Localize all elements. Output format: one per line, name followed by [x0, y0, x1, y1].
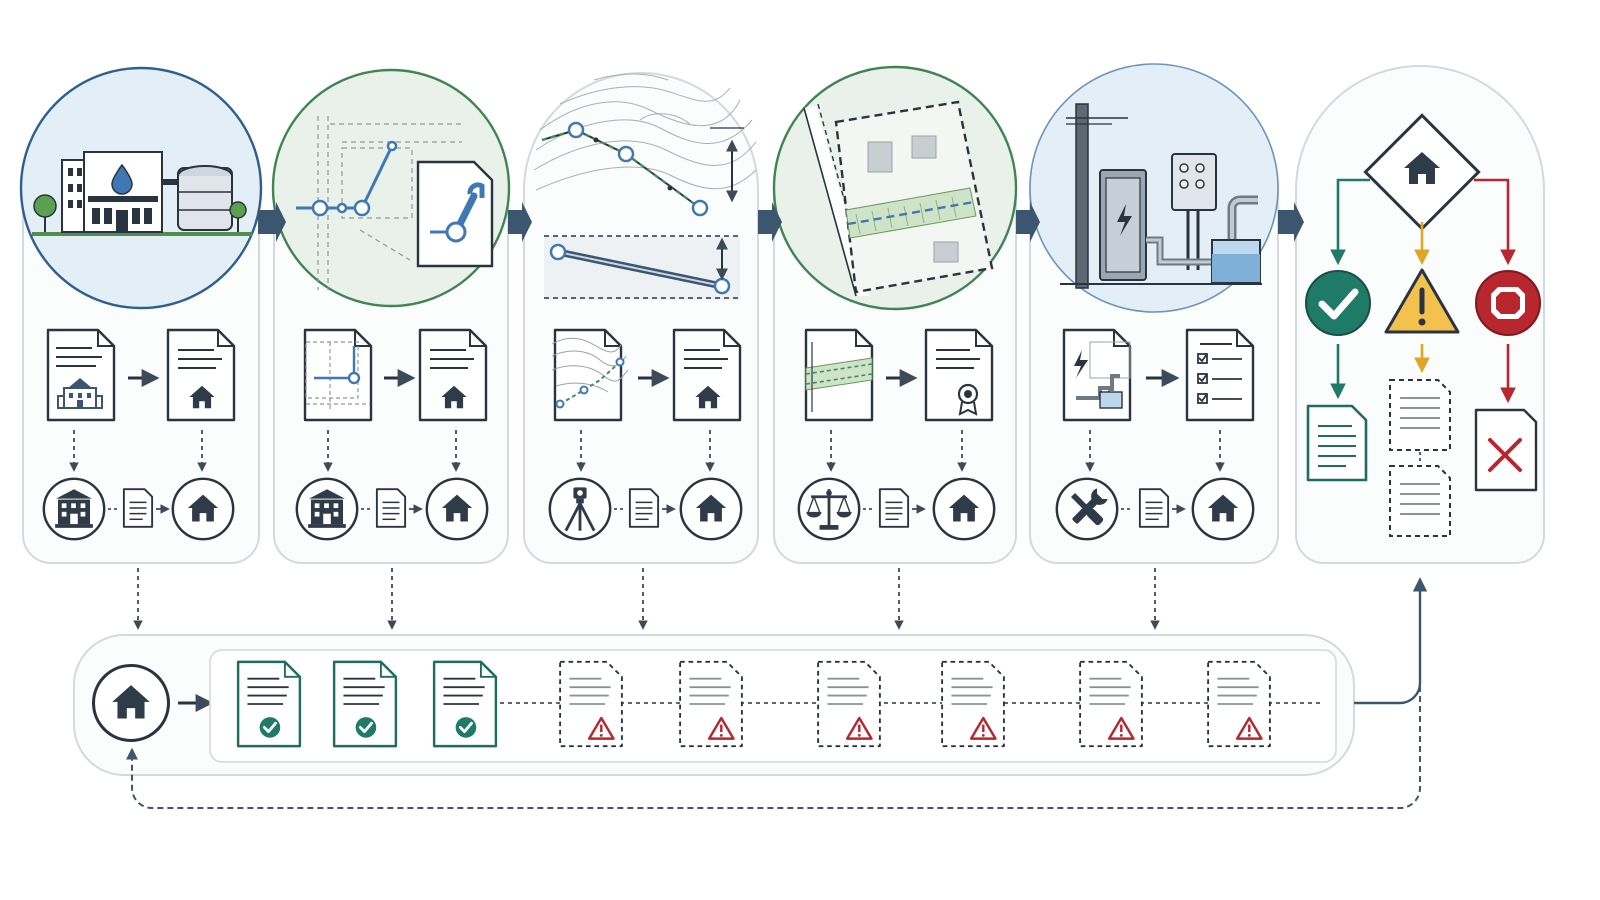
- pending-permit-docs: [1389, 379, 1451, 537]
- approved-permit-doc: [1306, 404, 1368, 482]
- warning-icon: [1384, 268, 1460, 334]
- building-doc-icon: [46, 328, 116, 422]
- electrical-doc-icon: [1062, 328, 1132, 422]
- home-node-icon: [1193, 479, 1253, 539]
- agency-row-4: [797, 477, 994, 541]
- stage-transition-arrows: [258, 202, 1304, 242]
- tools-icon: [1055, 477, 1119, 541]
- approve-branch-arrow: [1330, 178, 1370, 266]
- home-node-icon: [681, 479, 741, 539]
- agency-row-5: [1055, 477, 1253, 541]
- stop-branch-arrow: [1474, 178, 1516, 266]
- institution-icon: [295, 477, 359, 541]
- tracker-to-decision-arrow: [1354, 577, 1428, 705]
- pending-warning-doc-icon: [1078, 660, 1144, 748]
- approved-check-icon: [1305, 270, 1371, 336]
- tracker-drop-arrows: [133, 568, 1160, 630]
- stop-icon: [1475, 270, 1541, 336]
- home-node-icon: [934, 479, 994, 539]
- easement-doc-icon: [804, 328, 874, 422]
- submission-doc-icon: [878, 488, 910, 528]
- certified-doc-icon: [924, 328, 994, 422]
- easement-parcel-scene: [772, 65, 1018, 311]
- submission-doc-icon: [375, 488, 407, 528]
- home-node-icon: [173, 479, 233, 539]
- document-tracker: [73, 634, 1355, 776]
- submission-doc-icon: [1138, 488, 1170, 528]
- home-doc-icon-3: [674, 330, 740, 420]
- rejected-permit-doc: [1474, 408, 1538, 492]
- submission-doc-icon: [628, 488, 660, 528]
- pending-warning-doc-icon: [816, 660, 882, 748]
- surveyor-tripod-icon: [548, 477, 612, 541]
- feedback-loop-arrow: [126, 586, 1421, 809]
- site-plan-pipe-scene: [271, 68, 511, 308]
- home-doc-icon-2: [420, 330, 486, 420]
- home-doc-icon-1: [168, 330, 234, 420]
- approved-doc-icon: [332, 660, 398, 748]
- electrical-pump-scene: [1029, 63, 1279, 313]
- decision-diamond: [1363, 113, 1481, 231]
- pending-warning-doc-icon: [558, 660, 624, 748]
- home-node-icon: [427, 479, 487, 539]
- pending-warning-doc-icon: [678, 660, 744, 748]
- approved-doc-icon: [432, 660, 498, 748]
- pending-warning-doc-icon: [1206, 660, 1272, 748]
- agency-row-1: [42, 477, 233, 541]
- checklist-doc-icon: [1185, 328, 1255, 422]
- approved-doc-icon: [236, 660, 302, 748]
- agency-link-arrows: [69, 430, 1225, 472]
- topographic-profile-scene: [533, 73, 757, 300]
- site-plan-doc-icon: [303, 328, 373, 422]
- agency-row-2: [295, 477, 487, 541]
- pending-warning-doc-icon: [940, 660, 1006, 748]
- utility-building-scene: [19, 66, 263, 310]
- institution-icon: [42, 477, 106, 541]
- topographic-doc-icon: [551, 328, 629, 422]
- home-node-icon: [94, 666, 169, 741]
- legal-scales-icon: [797, 477, 861, 541]
- submission-doc-icon: [122, 488, 154, 528]
- agency-row-3: [548, 477, 741, 541]
